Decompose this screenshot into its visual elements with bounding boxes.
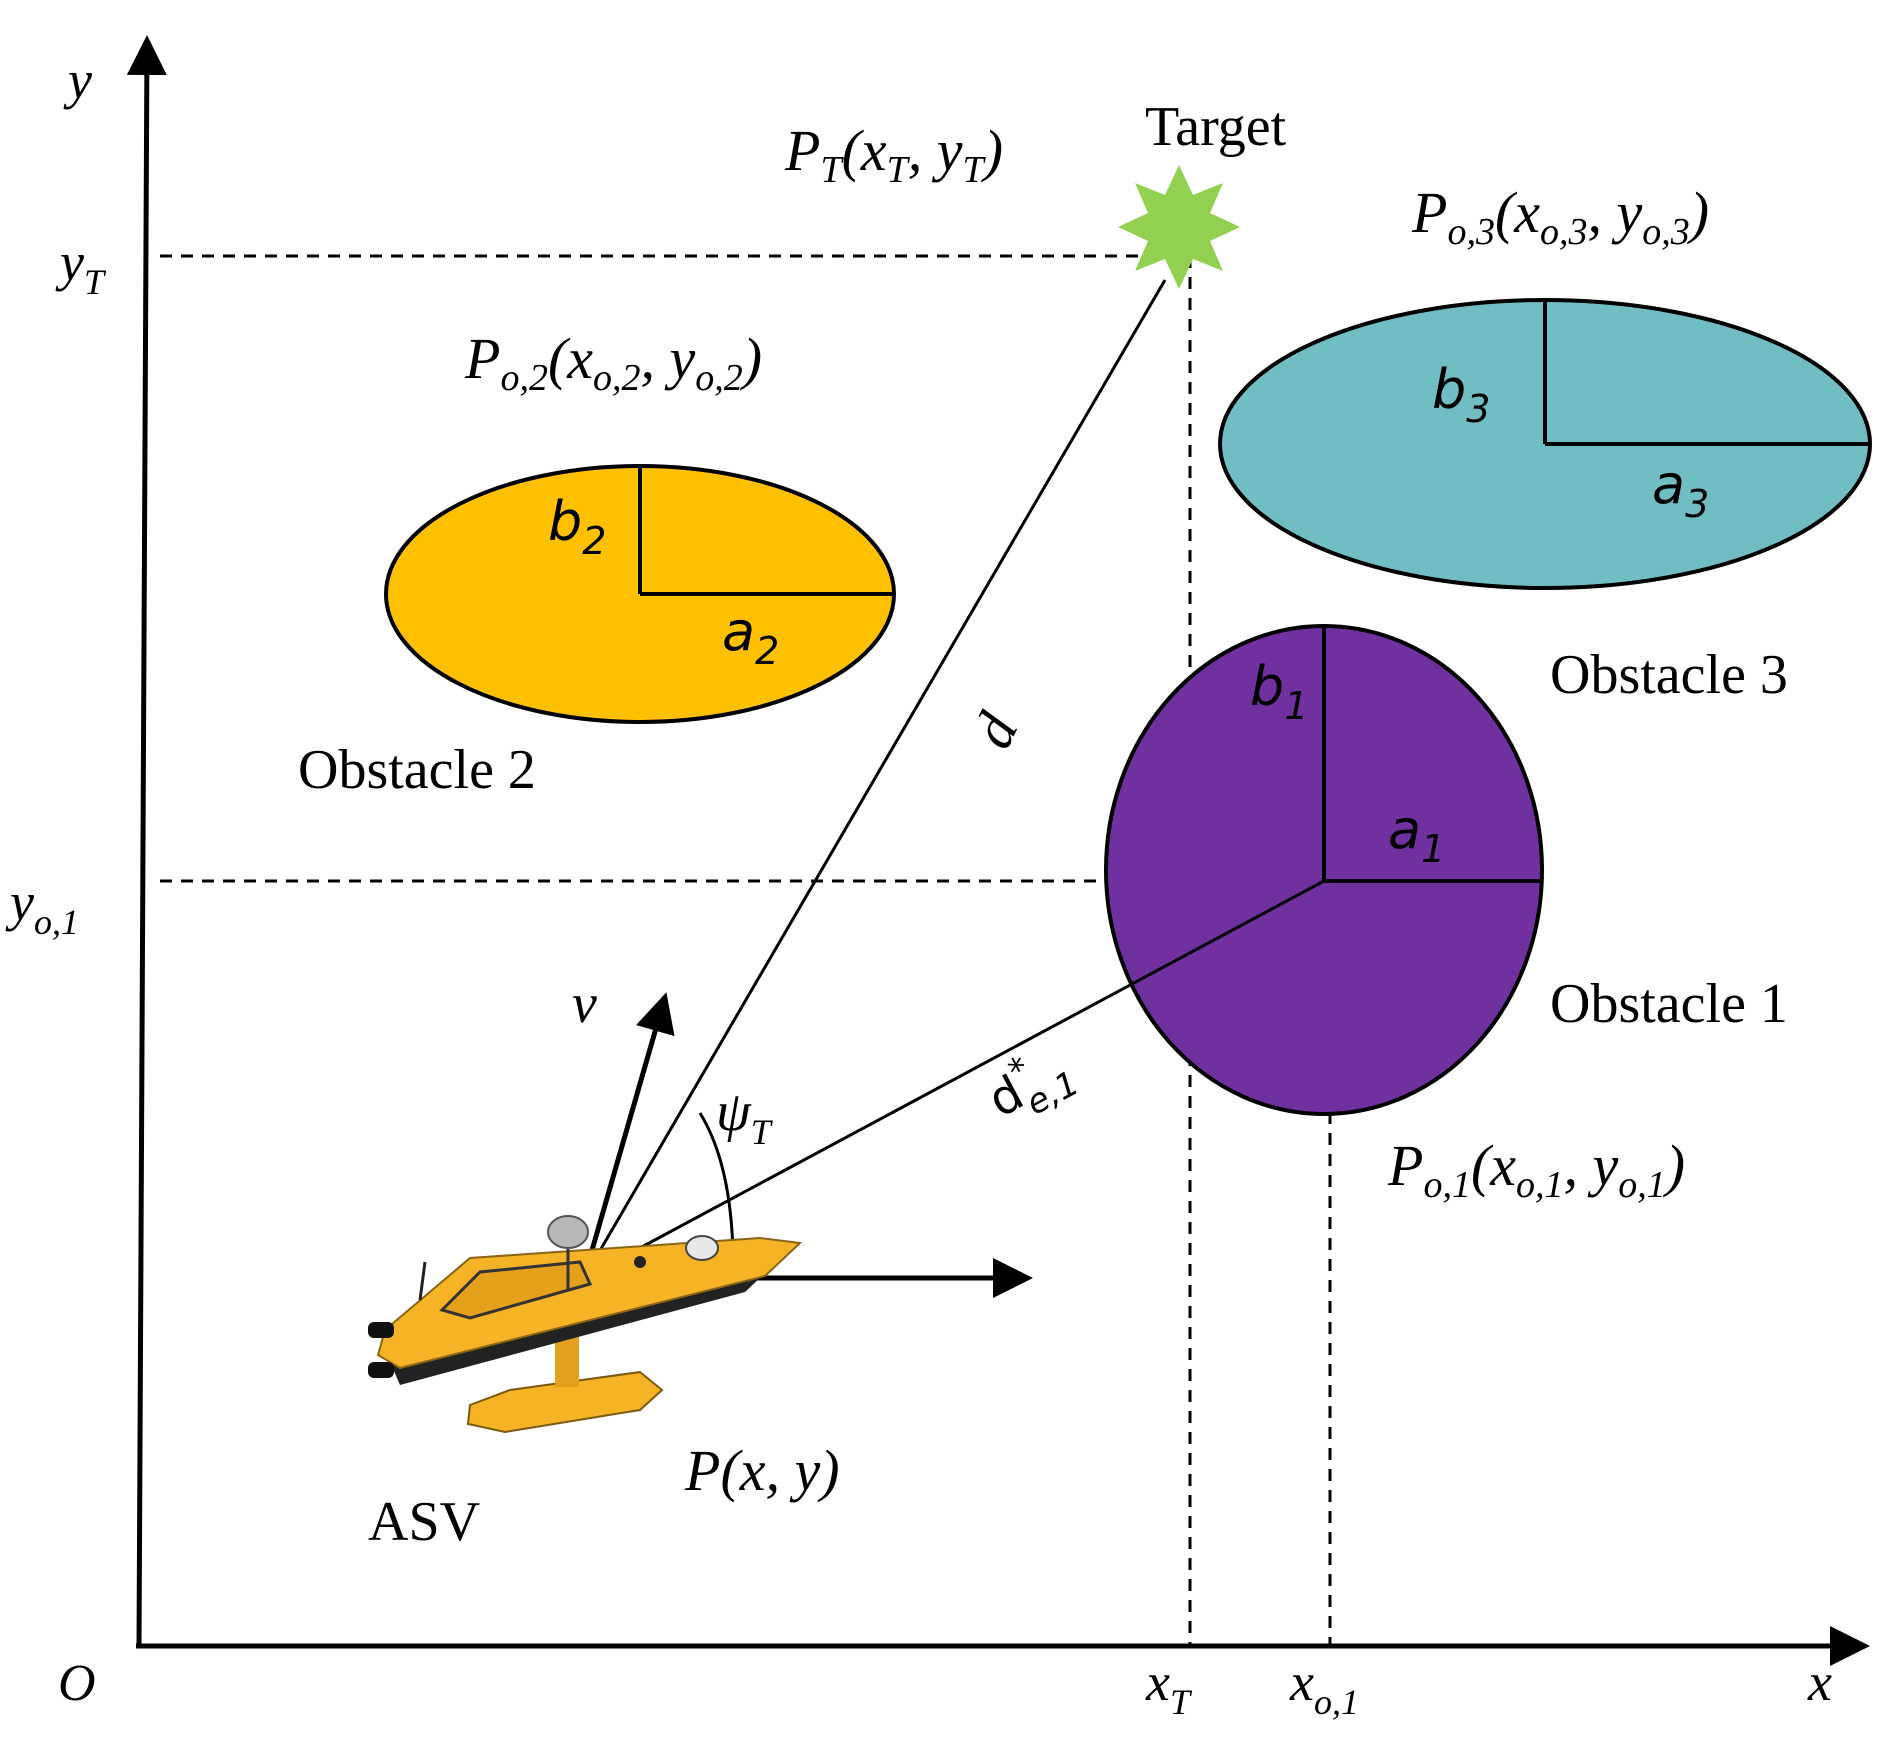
tick-y-target: yT [55, 232, 107, 302]
asv-label: ASV [368, 1491, 480, 1553]
distance-lines [582, 279, 1325, 1280]
asv-gps-dome [547, 1215, 589, 1249]
distance-de1-label: d*e,1 [975, 1031, 1086, 1138]
distance-d-label: d [959, 702, 1031, 757]
tick-x-target: xT [1145, 1652, 1193, 1722]
target-star [1118, 165, 1240, 289]
obstacle-2-name: Obstacle 2 [298, 739, 536, 801]
obstacle-2-b-label: b2 [548, 490, 606, 563]
line-d-to-obstacle [583, 879, 1325, 1280]
obstacle-3-a-label: a3 [1652, 453, 1709, 526]
velocity-arrow [581, 992, 675, 1279]
asv-motor-upper [368, 1322, 394, 1338]
tick-y-obstacle: yo,1 [5, 872, 79, 942]
origin-label: O [58, 1655, 96, 1712]
obstacle-2 [384, 464, 896, 724]
asv-hull-bottom [390, 1278, 760, 1385]
asv-motor-lower [368, 1362, 394, 1378]
asv-boat [368, 1215, 803, 1434]
obstacle-3-name: Obstacle 3 [1550, 644, 1788, 706]
obstacle-1-b-label: b1 [1250, 655, 1308, 728]
obstacle-3-point-label: Po,3(xo,3, yo,3) [1411, 180, 1709, 253]
line-d-to-target [582, 279, 1167, 1279]
obstacle-1-a-label: a1 [1388, 798, 1445, 871]
asv-camera-dome [685, 1235, 719, 1261]
obstacle-1 [1104, 624, 1544, 1116]
velocity-label: v [572, 973, 597, 1035]
asv-hardware [634, 1256, 646, 1268]
axes [126, 35, 1870, 1666]
tick-x-obstacle: xo,1 [1289, 1652, 1359, 1722]
obstacle-3-b-label: b3 [1432, 358, 1490, 431]
asv-rear-mast [418, 1261, 427, 1301]
heading-label: ψT [716, 1081, 774, 1152]
asv-position-label: P(x, y) [684, 1438, 840, 1503]
obstacle-2-point-label: Po,2(xo,2, yo,2) [464, 326, 762, 399]
y-axis-label: y [63, 50, 92, 110]
asv-hull [376, 1236, 803, 1370]
y-axis-line [126, 35, 167, 1647]
target-label: Target [1145, 96, 1287, 158]
obstacle-3 [1218, 298, 1872, 590]
asv-deck [439, 1260, 593, 1320]
obstacle-2-a-label: a2 [722, 600, 779, 673]
asv-strut [555, 1335, 579, 1387]
asv-pontoon [466, 1370, 664, 1434]
x-axis-label: x [1807, 1652, 1832, 1712]
obstacle-1-name: Obstacle 1 [1550, 973, 1788, 1035]
asv-arrows [581, 992, 1033, 1298]
target-point-label: PT(xT, yT) [784, 118, 1003, 191]
obstacle-1-point-label: Po,1(xo,1, yo,1) [1387, 1133, 1685, 1206]
